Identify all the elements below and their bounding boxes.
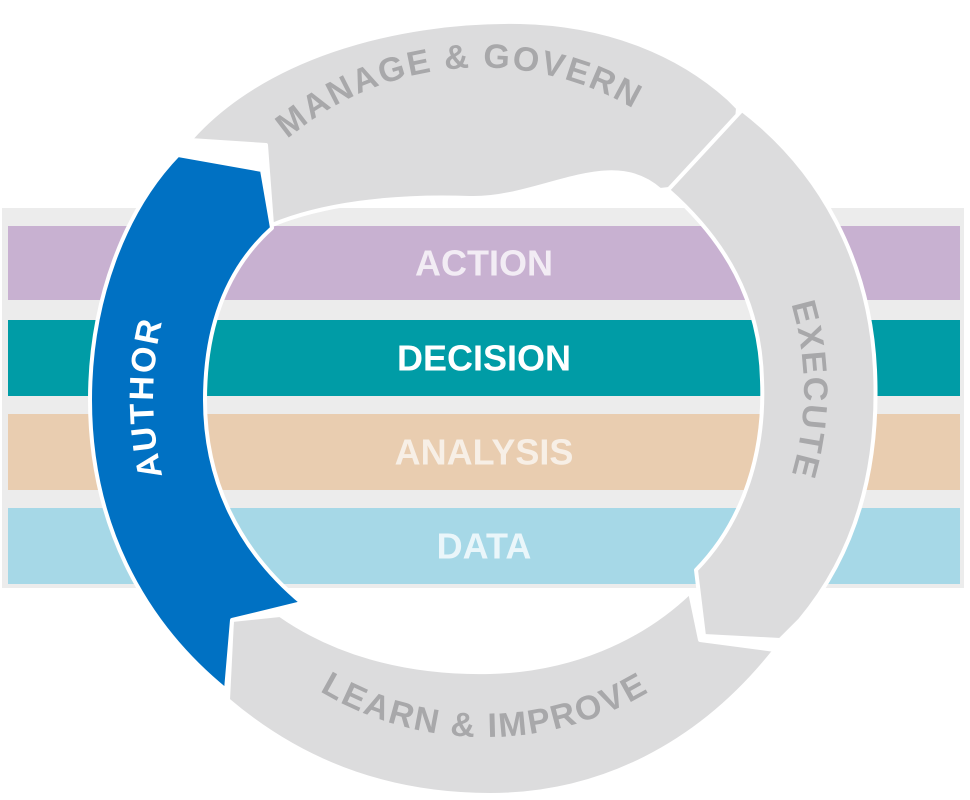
author-arrow <box>88 153 304 692</box>
band-label-action: ACTION <box>415 243 553 284</box>
band-label-data: DATA <box>437 526 532 567</box>
learn-improve-arrow <box>226 590 777 797</box>
band-label-decision: DECISION <box>397 338 571 379</box>
band-labels: ACTION DECISION ANALYSIS DATA <box>395 243 574 567</box>
manage-govern-arrow <box>188 19 740 227</box>
cycle-ring <box>88 19 878 797</box>
band-label-analysis: ANALYSIS <box>395 432 574 473</box>
execute-arrow <box>666 108 878 642</box>
